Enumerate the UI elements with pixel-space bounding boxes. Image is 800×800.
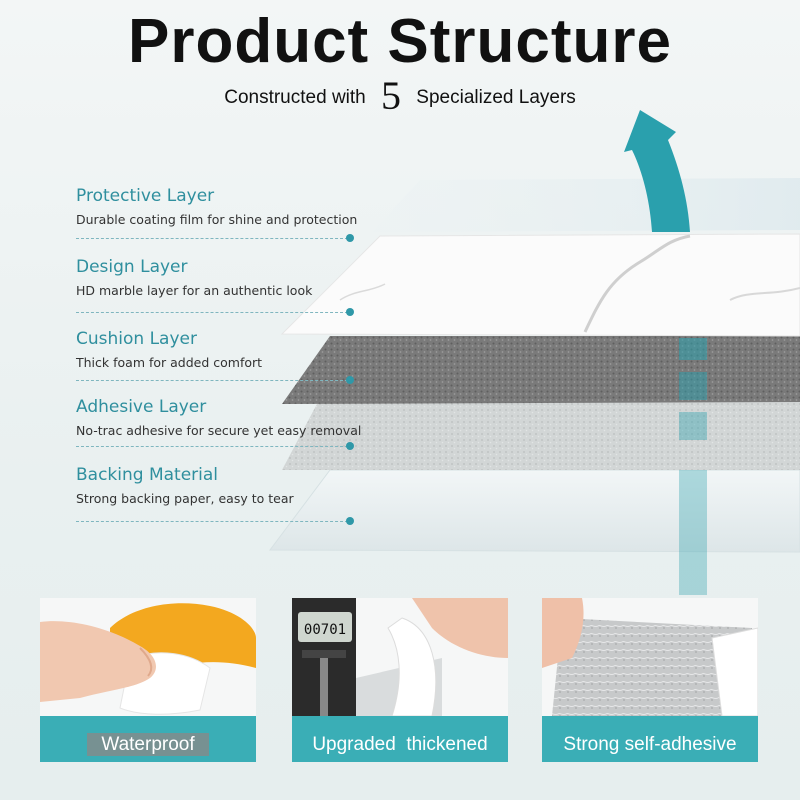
- layer-name: Protective Layer: [76, 186, 215, 206]
- leader-line: [76, 446, 348, 447]
- leader-line: [76, 312, 348, 313]
- feature-label: Waterproof: [87, 733, 209, 756]
- leader-dot: [346, 308, 354, 316]
- marble-sheet: [280, 233, 800, 337]
- layer-label-design: Design Layer HD marble layer for an auth…: [76, 257, 312, 298]
- marble-vein: [583, 234, 691, 333]
- arrow-shaft-segment: [679, 372, 707, 400]
- gauge-readout: 00701: [304, 622, 346, 638]
- feature-label: Strong self-adhesive: [563, 734, 737, 755]
- leader-line: [76, 521, 348, 522]
- layer-count: 5: [381, 73, 402, 118]
- arrow-shaft-segment: [679, 412, 707, 440]
- leader-line: [76, 380, 348, 381]
- layer-description: Thick foam for added comfort: [76, 355, 263, 370]
- protective-film-sheet: [372, 178, 800, 232]
- subtitle-prefix: Constructed with: [224, 87, 366, 108]
- thickness-gauge-photo: 00701: [292, 598, 508, 716]
- leader-dot: [346, 442, 354, 450]
- layer-stack-illustration: [269, 110, 800, 595]
- layer-name: Backing Material: [76, 465, 219, 485]
- layer-description: Strong backing paper, easy to tear: [76, 491, 294, 506]
- caption-band: [542, 716, 758, 762]
- arrow-head: [624, 110, 690, 232]
- arrow-shaft-segment: [679, 338, 707, 360]
- layer-name: Design Layer: [76, 257, 188, 277]
- waterproof-photo: [40, 598, 256, 716]
- adhesive-sheet: [282, 402, 800, 470]
- layer-description: HD marble layer for an authentic look: [76, 283, 313, 298]
- subtitle: Constructed with 5 Specialized Layers: [0, 72, 800, 119]
- layer-description: No-trac adhesive for secure yet easy rem…: [76, 423, 362, 438]
- layer-label-adhesive: Adhesive Layer No-trac adhesive for secu…: [76, 397, 361, 438]
- feature-label: Upgraded thickened: [312, 734, 488, 755]
- leader-line: [76, 238, 348, 239]
- feature-caption: Waterproof: [40, 733, 256, 756]
- caption-band: [292, 716, 508, 762]
- layer-name: Adhesive Layer: [76, 397, 207, 417]
- page-title: Product Structure: [127, 7, 673, 76]
- cushion-sheet: [282, 336, 800, 404]
- feature-card-waterproof: Waterproof: [40, 598, 256, 762]
- feature-card-adhesive: Strong self-adhesive: [542, 598, 758, 762]
- layer-label-backing: Backing Material Strong backing paper, e…: [76, 465, 294, 506]
- layer-name: Cushion Layer: [76, 329, 197, 349]
- arrow-shaft-segment: [679, 470, 707, 595]
- layer-label-cushion: Cushion Layer Thick foam for added comfo…: [76, 329, 262, 370]
- adhesive-peel-photo: [542, 598, 758, 716]
- feature-card-thickness: 00701 Upgraded thickened: [292, 598, 508, 762]
- layer-label-protective: Protective Layer Durable coating film fo…: [76, 186, 357, 227]
- subtitle-suffix: Specialized Layers: [416, 87, 576, 108]
- backing-sheet: [269, 469, 800, 553]
- marble-vein: [729, 287, 800, 301]
- marble-vein: [339, 283, 386, 301]
- layer-description: Durable coating film for shine and prote…: [76, 212, 358, 227]
- leader-dot: [346, 517, 354, 525]
- leader-dot: [346, 234, 354, 242]
- leader-dot: [346, 376, 354, 384]
